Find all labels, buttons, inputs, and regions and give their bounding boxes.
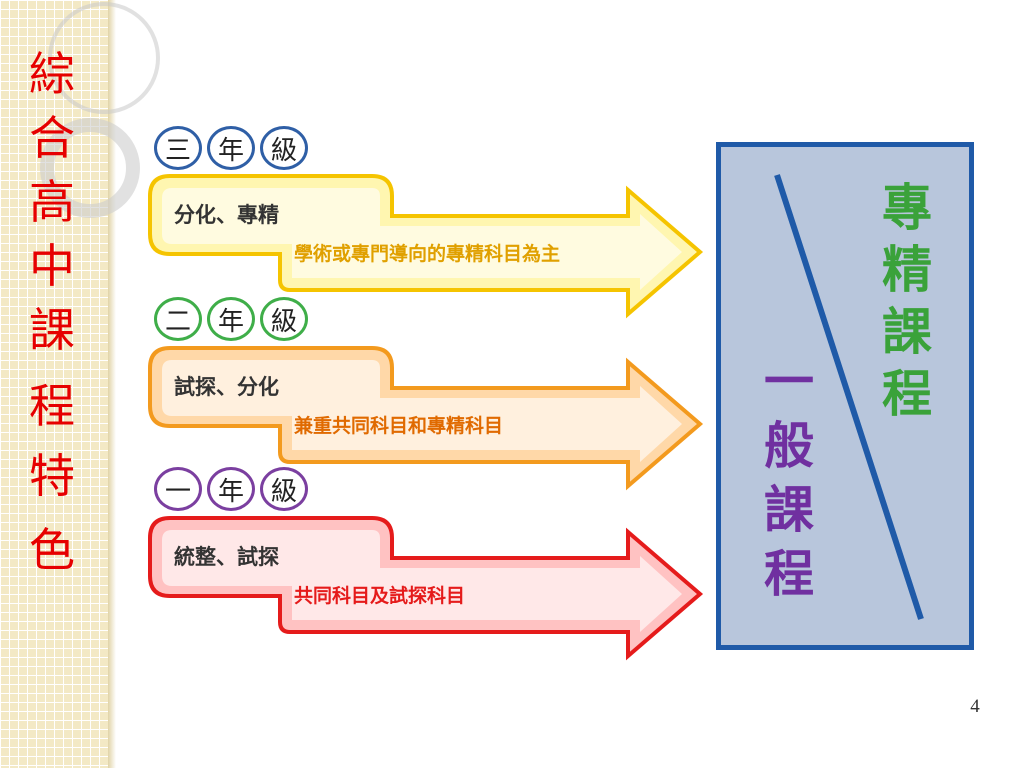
grade-focus-label: 統整、試探 <box>174 545 279 569</box>
grade-pill: 級 <box>260 467 308 511</box>
title-char: 綜 <box>29 47 75 101</box>
specialized-char: 專 <box>882 179 932 237</box>
grade-focus-label: 試探、分化 <box>174 375 279 399</box>
grade-focus-subtitle: 共同科目及試探科目 <box>294 585 466 607</box>
grade-pill: 年 <box>207 467 255 511</box>
title-char: 高 <box>29 175 75 229</box>
general-char: 程 <box>764 545 814 603</box>
grade-pill: 年 <box>207 126 255 170</box>
arrow-grade-3 <box>148 174 704 319</box>
arrow-grade-2 <box>148 346 704 491</box>
title-char: 中 <box>29 239 75 293</box>
general-char: 課 <box>764 481 814 539</box>
grade-focus-label: 分化、專精 <box>174 203 279 227</box>
title-char: 合 <box>29 111 75 165</box>
title-char: 色 <box>29 523 75 577</box>
general-char: 般 <box>764 417 814 475</box>
grade-focus-subtitle: 兼重共同科目和專精科目 <box>294 415 504 437</box>
grade-pill: 三 <box>154 126 202 170</box>
general-char: 一 <box>764 353 814 411</box>
grade-pill: 級 <box>260 126 308 170</box>
grade-pill: 一 <box>154 467 202 511</box>
grade-pill: 二 <box>154 297 202 341</box>
sidebar-edge <box>108 0 116 768</box>
grade-focus-subtitle: 學術或專門導向的專精科目為主 <box>294 243 561 265</box>
grade-pill: 年 <box>207 297 255 341</box>
specialized-char: 課 <box>882 303 932 361</box>
curriculum-box: 專 精 課 程 一 般 課 程 <box>716 142 974 650</box>
specialized-char: 程 <box>882 365 932 423</box>
curriculum-divider <box>774 174 924 620</box>
specialized-char: 精 <box>882 241 932 299</box>
title-char: 特 <box>29 449 75 503</box>
grade-pill: 級 <box>260 297 308 341</box>
arrow-grade-1 <box>148 516 704 661</box>
title-char: 程 <box>29 379 75 433</box>
decorative-ring-top <box>48 2 160 114</box>
title-char: 課 <box>29 303 75 357</box>
page-number: 4 <box>970 696 980 717</box>
